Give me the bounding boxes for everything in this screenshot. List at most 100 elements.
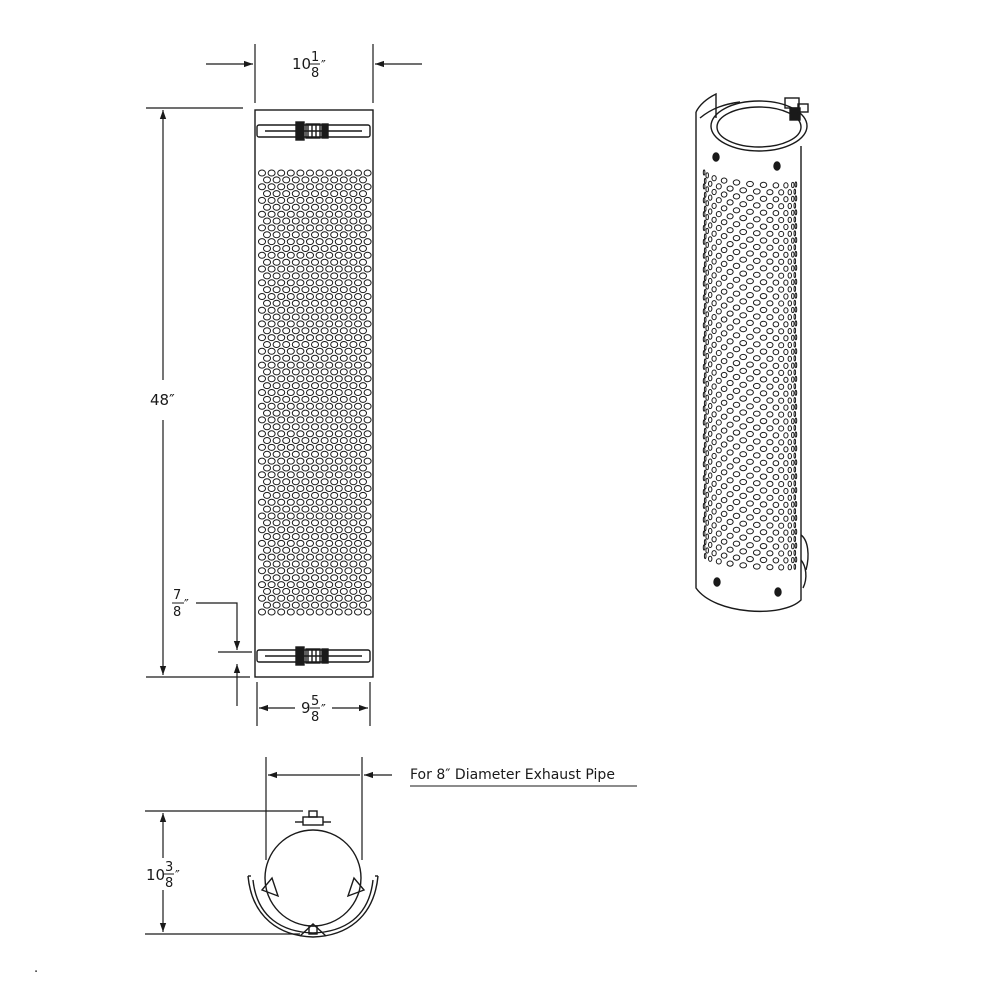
perforation-hole [791, 334, 795, 341]
perforation-hole [772, 349, 780, 356]
perforation-hole [315, 553, 324, 561]
perforation-hole [791, 320, 795, 327]
perforation-hole [746, 347, 754, 354]
perforation-hole [320, 203, 329, 211]
perforation-hole [752, 313, 761, 320]
perforation-hole [702, 544, 706, 551]
perforation-hole [354, 416, 362, 424]
perforation-hole [344, 183, 353, 191]
perforation-hole [315, 498, 324, 506]
perforation-hole [726, 227, 734, 234]
perforation-hole [334, 416, 343, 424]
perforation-hole [306, 293, 314, 300]
perforation-hole [301, 203, 310, 211]
perforation-hole [334, 238, 343, 246]
dim-denominator: 8 [311, 710, 319, 725]
perforation-hole [787, 258, 793, 265]
perforation-hole [759, 251, 768, 258]
perforation-hole [794, 445, 798, 452]
perforation-hole [291, 395, 300, 403]
perforation-hole [732, 373, 741, 381]
perforation-hole [334, 210, 343, 218]
perforation-hole [732, 498, 741, 506]
perforation-hole [325, 485, 334, 492]
perforation-hole [707, 458, 713, 465]
perforation-hole [791, 445, 795, 452]
perforation-hole [363, 320, 372, 328]
perforation-hole [325, 183, 334, 191]
perforation-hole [793, 202, 797, 209]
perforation-hole [726, 338, 734, 345]
perforation-hole [344, 430, 353, 438]
perforation-hole [263, 450, 271, 458]
perforation-hole [363, 293, 372, 300]
perforation-hole [739, 201, 748, 208]
perforation-hole [282, 437, 291, 444]
perforation-hole [746, 375, 754, 382]
perforation-hole [707, 444, 713, 451]
perforation-hole [301, 368, 310, 376]
perforation-hole [359, 176, 367, 184]
perforation-hole [715, 391, 722, 398]
perforation-hole [291, 299, 300, 307]
perforation-hole [793, 299, 797, 306]
perforation-hole [746, 417, 754, 424]
perforation-hole [286, 320, 295, 328]
perforation-hole [715, 516, 722, 523]
perforation-hole [334, 457, 343, 465]
perforation-hole [282, 368, 291, 376]
perforation-hole [296, 430, 305, 438]
perforation-hole [732, 290, 741, 297]
perforation-hole [766, 272, 774, 279]
perforation-hole [349, 601, 358, 609]
perforation-hole [354, 498, 362, 506]
perforation-hole [766, 411, 774, 418]
perforation-hole [363, 498, 372, 506]
perforation-hole [311, 450, 319, 458]
dimension-leader [196, 602, 241, 650]
perforation-hole [354, 430, 362, 438]
perforation-hole [339, 533, 348, 540]
perforation-hole [787, 286, 793, 293]
perforation-hole [732, 304, 741, 311]
perforation-hole [703, 539, 707, 546]
perforation-hole [258, 526, 266, 534]
perforation-hole [787, 383, 793, 390]
perforation-hole [330, 601, 339, 609]
perforation-hole [791, 487, 795, 494]
perforation-hole [272, 272, 281, 280]
perforation-hole [359, 368, 367, 376]
perforation-hole [267, 443, 276, 451]
perforation-hole [793, 397, 797, 404]
perforation-hole [354, 553, 362, 561]
perforation-hole [267, 553, 276, 561]
perforation-hole [320, 546, 329, 554]
perforation-hole [282, 409, 291, 417]
perforation-hole [703, 358, 707, 365]
perforation-hole [291, 190, 300, 198]
perforation-hole [732, 554, 741, 561]
perforation-hole [272, 190, 281, 198]
perforation-hole [311, 368, 319, 376]
perforation-hole [359, 519, 367, 527]
perforation-hole [311, 231, 319, 239]
perforation-hole [705, 241, 709, 248]
perforation-hole [793, 480, 797, 487]
perforation-hole [344, 320, 353, 328]
perforation-hole [746, 542, 754, 549]
perforation-hole [791, 473, 795, 480]
perforation-hole [766, 230, 774, 237]
perforation-hole [359, 574, 367, 582]
perforation-hole [354, 375, 362, 383]
perforation-hole [793, 424, 797, 431]
perforation-hole [306, 457, 314, 465]
perforation-hole [778, 550, 785, 557]
perforation-hole [715, 308, 722, 315]
perforation-hole [711, 397, 717, 404]
perforation-hole [746, 222, 754, 229]
perforation-hole [766, 216, 774, 223]
perforation-hole [311, 505, 319, 513]
perforation-hole [778, 342, 785, 349]
perforation-hole [715, 461, 722, 468]
